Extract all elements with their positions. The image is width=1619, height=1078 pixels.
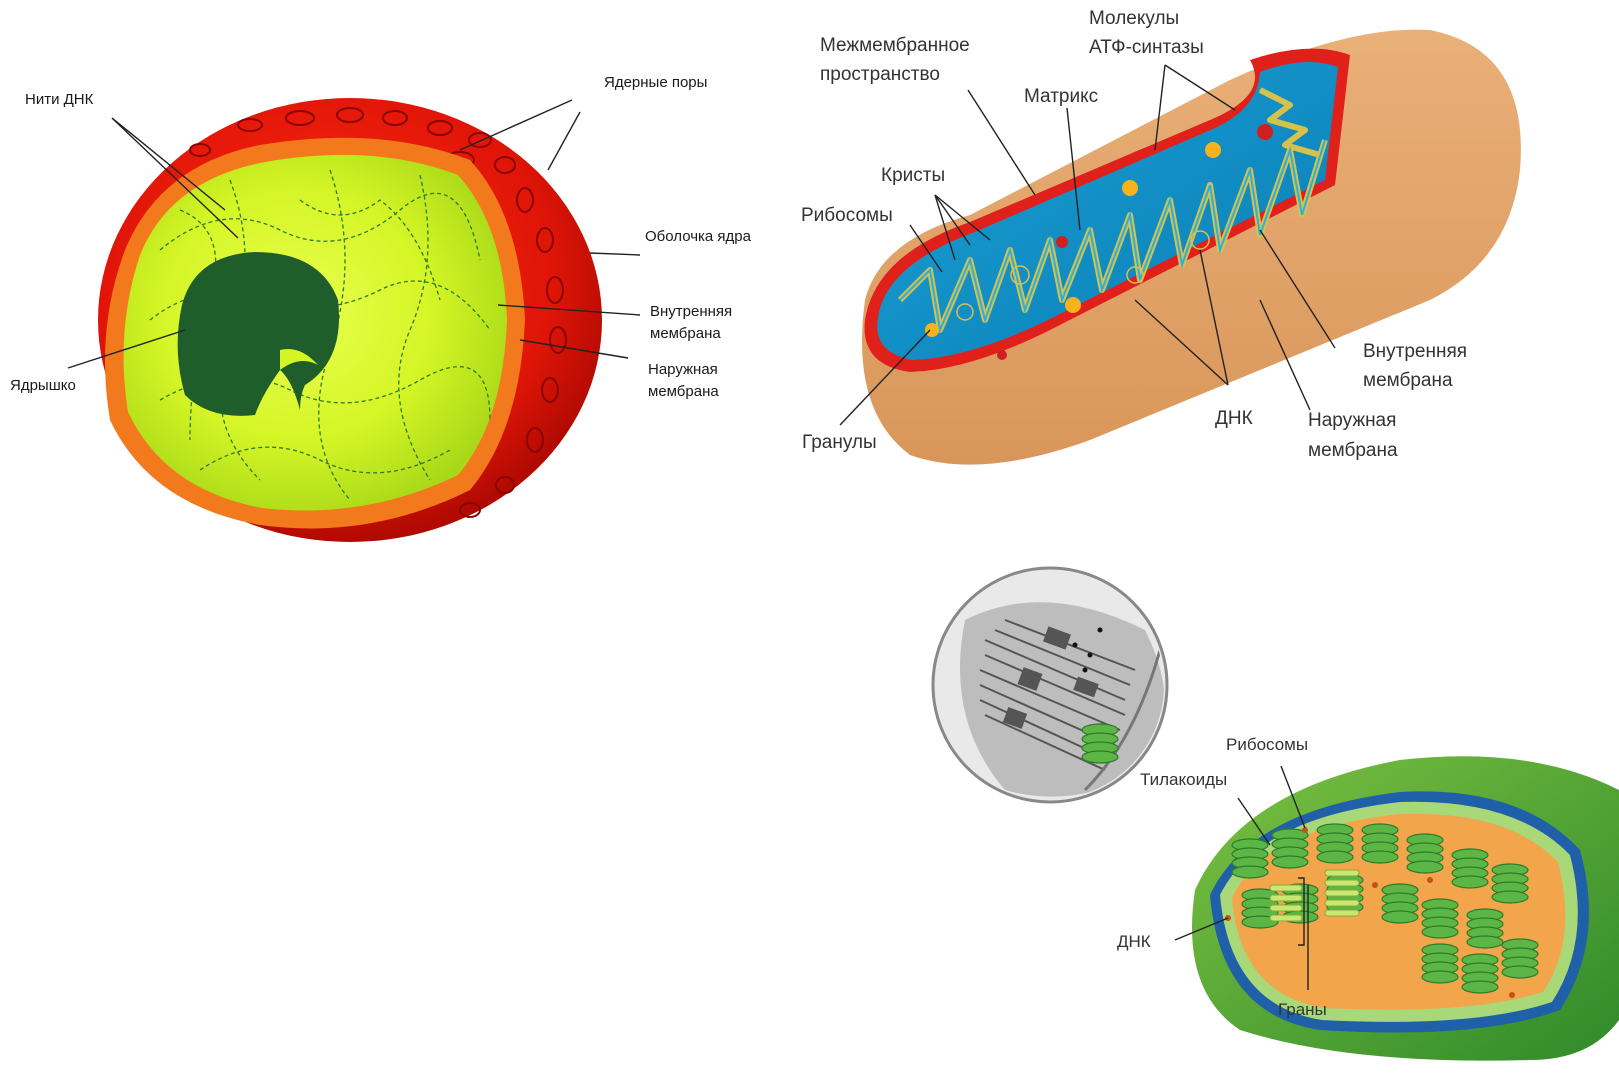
label-granules: Гранулы [802,432,877,454]
chloroplast-diagram: Рибосомы Тилакоиды ДНК Граны [1100,730,1619,1078]
label-dna-threads: Нити ДНК [25,91,93,108]
label-outer-membrane-line1: Наружная [648,361,718,378]
label-grana: Граны [1278,1000,1327,1020]
label-cristae: Кристы [881,165,945,187]
label-dna: ДНК [1215,408,1253,430]
grana-shapes [1082,724,1118,763]
label-nuclear-pores: Ядерные поры [604,74,707,91]
label-atp-line2: АТФ-синтазы [1089,37,1204,59]
label-intermembrane-line1: Межмембранное [820,35,970,57]
label-inner-membrane-line1: Внутренняя [650,303,732,320]
label-ribosomes: Рибосомы [1226,735,1308,755]
label-nucleolus: Ядрышко [10,377,76,394]
label-outer-membrane-line2: мембрана [648,383,719,400]
label-matrix: Матрикс [1024,86,1098,108]
nucleus-diagram: Нити ДНК Ядерные поры Оболочка ядра Внут… [0,0,800,560]
label-thylakoids: Тилакоиды [1140,770,1227,790]
label-inner-membrane-line1: Внутренняя [1363,341,1467,363]
label-inner-membrane-line2: мембрана [1363,370,1453,392]
label-inner-membrane-line2: мембрана [650,325,721,342]
label-intermembrane-line2: пространство [820,64,940,86]
label-outer-membrane-line2: мембрана [1308,440,1398,462]
label-atp-line1: Молекулы [1089,8,1179,30]
label-outer-membrane-line1: Наружная [1308,410,1396,432]
label-ribosomes: Рибосомы [801,205,893,227]
label-dna: ДНК [1117,932,1151,952]
mitochondrion-diagram: Межмембранное пространство Молекулы АТФ-… [790,0,1619,500]
label-nuclear-envelope: Оболочка ядра [645,228,751,245]
